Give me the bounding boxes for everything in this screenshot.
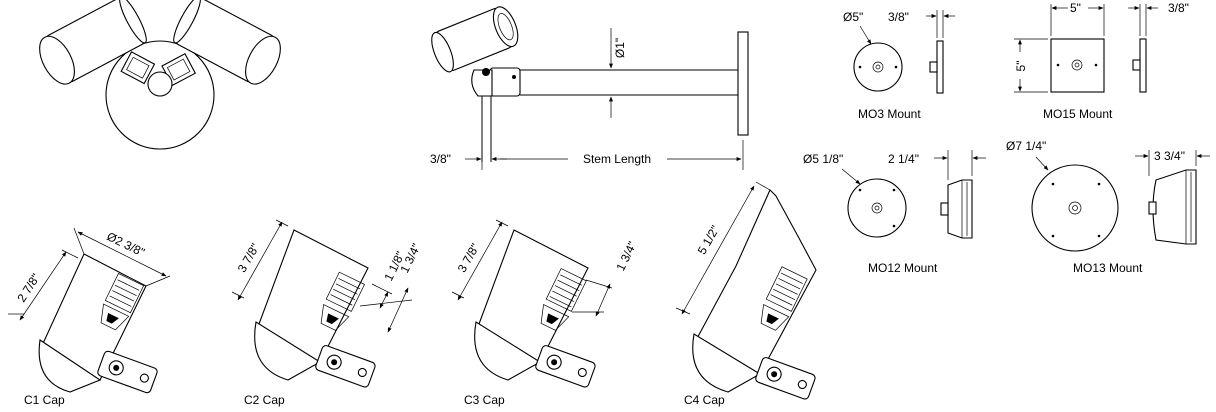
stem-diameter-label: Ø1" (613, 38, 627, 58)
c3-cap-label: C3 Cap (464, 393, 505, 407)
c2-cap-label: C2 Cap (244, 393, 285, 407)
mo3-thickness-label: 3/8" (888, 10, 909, 24)
stem-offset-label: 3/8" (430, 152, 451, 166)
mo15-mount: 5" 5" 3/8" MO15 Mount (1014, 1, 1189, 121)
c2-length-label: 3 7/8" (235, 241, 263, 275)
mo15-height-label: 5" (1014, 61, 1028, 72)
c3-length-label: 3 7/8" (455, 241, 483, 275)
stem-side-view: Ø1" 3/8" Stem Length (430, 6, 749, 170)
mo3-mount: Ø5" 3/8" MO3 Mount (843, 10, 955, 121)
c3-cap: 3 7/8" 1 3/4" C3 Cap (451, 219, 639, 407)
c1-length-label: 2 7/8" (14, 271, 43, 305)
mo15-width-label: 5" (1070, 1, 1081, 15)
mo13-depth-label: 3 3/4" (1154, 149, 1185, 163)
mo15-mount-label: MO15 Mount (1043, 107, 1113, 121)
c4-cap-label: C4 Cap (684, 393, 725, 407)
mo13-mount: Ø7 1/4" 3 3/4" MO13 Mount (1006, 139, 1210, 275)
mo12-mount: Ø5 1/8" 2 1/4" MO12 Mount (803, 150, 986, 275)
mo3-diameter-label: Ø5" (843, 10, 863, 24)
c1-cap-label: C1 Cap (24, 393, 65, 407)
mo12-diameter-label: Ø5 1/8" (803, 152, 843, 166)
mo12-mount-label: MO12 Mount (868, 261, 938, 275)
c2-cap: 3 7/8" 1 1/8" 1 3/4" C2 Cap (231, 219, 423, 407)
stem-length-label: Stem Length (583, 152, 651, 166)
mo15-thickness-label: 3/8" (1168, 1, 1189, 15)
c1-diameter-label: Ø2 3/8" (105, 229, 147, 259)
mo13-diameter-label: Ø7 1/4" (1006, 139, 1046, 153)
mo3-mount-label: MO3 Mount (858, 107, 921, 121)
c3-dim-a-label: 1 3/4" (613, 239, 639, 273)
c4-cap: 5 1/2" C4 Cap (675, 181, 817, 407)
mo12-depth-label: 2 1/4" (888, 152, 919, 166)
c4-length-label: 5 1/2" (695, 223, 723, 257)
c1-cap: 2 7/8" Ø2 3/8" C1 Cap (8, 227, 171, 407)
twin-fixture-top-view (39, 0, 281, 150)
mo13-mount-label: MO13 Mount (1073, 261, 1143, 275)
